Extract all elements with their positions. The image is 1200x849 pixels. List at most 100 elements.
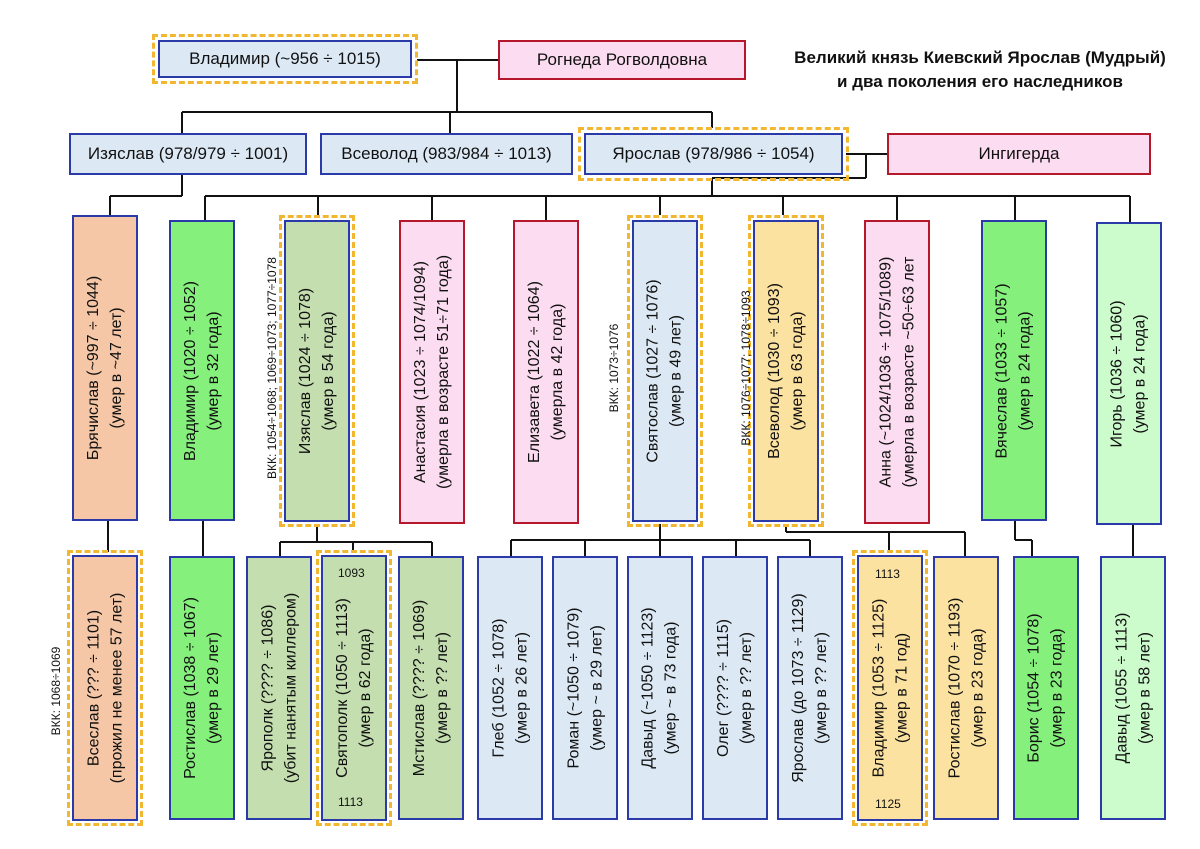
person-name: Олег (???? ÷ 1115) [715,619,733,757]
person-elizaveta: Елизавета (1022 ÷ 1064) (умерла в 42 года… [513,220,579,524]
person-rogneda: Рогнеда Рогволдовна [498,40,746,80]
person-svyatopolk: Святополк (1050 ÷ 1113) (умер в 62 года) [321,555,387,821]
person-note: (умер в 24 года) [1017,310,1034,431]
person-name: Ростислав (1038 ÷ 1067) [182,597,200,779]
reign-vsevolod: ВКК: 1076÷1077; 1078÷1093 [739,290,753,446]
person-name: Елизавета (1022 ÷ 1064) [526,281,543,463]
person-name: Брячислав (~997 ÷ 1044) [85,275,103,461]
person-name: Игорь (1036 ÷ 1060) [1109,299,1127,448]
person-note: (умер в 26 лет) [513,632,531,744]
highlight-frame [152,34,418,84]
person-note: (умер в 29 лет) [205,632,223,744]
person-note: (убит нанятым киллером) [282,592,299,784]
person-name: Роман (~1050 ÷ 1079) [565,607,582,769]
person-vseslav: Всеслав (??? ÷ 1101) (прожил не менее 57 … [72,555,138,821]
person-ingigerda: Ингигерда [887,133,1151,175]
person-anastasia: Анастасия (1023 ÷ 1074/1094) (умерла в во… [399,220,465,524]
highlight-frame [578,127,849,181]
person-note: (умер в ?? лет) [434,632,451,744]
person-note: (умер ~ в 73 года) [663,621,680,755]
person-vsevolod-son: Всеволод (1030 ÷ 1093) (умер в 63 года) [753,220,819,522]
person-name: Всеволод (1030 ÷ 1093) [766,283,784,459]
person-roman: Роман (~1050 ÷ 1079) (умер ~ в 29 лет) [552,556,618,820]
person-name: Святополк (1050 ÷ 1113) [334,598,351,778]
person-note: (умер в ?? лет) [738,632,756,744]
person-vladimir-monomakh: Владимир (1053 ÷ 1125) (умер в 71 год) [857,555,923,821]
person-svyatoslav: Святослав (1027 ÷ 1076) (умер в 49 лет) [632,220,698,522]
person-label: Всеволод (983/984 ÷ 1013) [341,144,552,163]
reign-vseslav: ВКК: 1068÷1069 [49,646,63,736]
person-name: Владимир (1053 ÷ 1125) [870,598,888,778]
person-label: Ярослав (978/986 ÷ 1054) [612,144,815,163]
vladimir-end-year: 1125 [875,797,901,811]
person-note: (умер в 49 лет) [668,315,685,427]
person-gleb: Глеб (1052 ÷ 1078) (умер в 26 лет) [477,556,543,820]
person-name: Анастасия (1023 ÷ 1074/1094) [412,260,430,484]
person-rostislav-1038: Ростислав (1038 ÷ 1067) (умер в 29 лет) [169,556,235,820]
person-label: Владимир (~956 ÷ 1015) [189,49,381,68]
person-note: (умерла в возрасте 51÷71 года) [435,254,453,490]
person-note: (умер в 71 год) [893,632,911,744]
person-note: (умер в 23 года) [969,628,987,748]
person-name: Изяслав (1024 ÷ 1078) [297,287,315,455]
person-bryachislav: Брячислав (~997 ÷ 1044) (умер в ~47 лет) [72,215,138,521]
person-rostislav-1070: Ростислав (1070 ÷ 1193) (умер в 23 года) [933,556,999,820]
person-note: (умер в ~47 лет) [108,307,126,429]
person-igor: Игорь (1036 ÷ 1060) (умер в 24 года) [1096,222,1162,525]
person-name: Владимир (1020 ÷ 1052) [182,280,200,461]
svyatopolk-start-year: 1093 [338,566,365,580]
vladimir-start-year: 1113 [875,567,900,581]
person-name: Ярополк (???? ÷ 1086) [259,604,276,772]
person-vsevolod-elder: Всеволод (983/984 ÷ 1013) [320,133,573,175]
diagram-title: Великий князь Киевский Ярослав (Мудрый) … [770,46,1190,94]
person-vladimir-elder: Владимир (~956 ÷ 1015) [158,40,412,78]
person-note: (умер в 63 года) [789,311,807,431]
person-label: Изяслав (978/979 ÷ 1001) [87,144,289,163]
person-name: Глеб (1052 ÷ 1078) [490,618,508,758]
person-label: Рогнеда Рогволдовна [536,50,708,69]
person-name: Давыд (1055 ÷ 1113) [1113,612,1130,764]
person-vladimir-son: Владимир (1020 ÷ 1052) (умер в 32 года) [169,220,235,521]
person-name: Мстислав (???? ÷ 1069) [411,599,428,777]
person-name: Борис (1054 ÷ 1078) [1026,613,1044,763]
person-note: (умер в 32 года) [205,310,223,431]
person-note: (прожил не менее 57 лет) [108,592,126,784]
person-note: (умер в 58 лет) [1136,632,1153,744]
person-name: Ярослав (до 1073 ÷ 1129) [790,593,808,783]
highlight-frame [852,550,928,826]
highlight-frame [627,215,703,527]
person-note: (умер ~ в 29 лет) [588,625,605,751]
person-name: Давыд (~1050 ÷ 1123) [640,607,657,769]
person-note: (умер в 62 года) [357,628,374,748]
reign-svyatoslav: ВКК: 1073÷1076 [607,323,621,413]
reign-izyaslav: ВКК: 1054÷1068; 1069÷1073; 1077÷1078 [265,257,279,479]
highlight-frame [748,215,824,527]
person-name: Ростислав (1070 ÷ 1193) [946,597,964,779]
highlight-frame [279,215,355,527]
title-line-2: и два поколения его наследников [837,72,1123,91]
person-izyaslav-elder: Изяслав (978/979 ÷ 1001) [69,133,307,175]
person-label: Ингигерда [978,144,1060,163]
person-note: (умерла в возрасте ~50÷63 лет [900,256,918,488]
person-note: (умер в 24 года) [1132,313,1150,434]
person-yaroslav-wise: Ярослав (978/986 ÷ 1054) [584,133,843,175]
person-name: Анна (~1024/1036 ÷ 1075/1089) [877,256,895,488]
person-name: Всеслав (??? ÷ 1101) [85,609,103,767]
highlight-frame [316,550,392,826]
person-boris: Борис (1054 ÷ 1078) (умер в 23 года) [1013,556,1079,820]
person-yaroslav-1073: Ярослав (до 1073 ÷ 1129)(умер в ?? лет) [777,556,843,820]
person-oleg: Олег (???? ÷ 1115) (умер в ?? лет) [702,556,768,820]
svyatopolk-end-year: 1113 [338,795,363,809]
person-davyd-1050: Давыд (~1050 ÷ 1123) (умер ~ в 73 года) [627,556,693,820]
highlight-frame [67,550,143,826]
person-davyd-1055: Давыд (1055 ÷ 1113) (умер в 58 лет) [1100,556,1166,820]
title-line-1: Великий князь Киевский Ярослав (Мудрый) [794,48,1166,67]
person-mstislav: Мстислав (???? ÷ 1069) (умер в ?? лет) [398,556,464,820]
person-izyaslav-son: Изяслав (1024 ÷ 1078)(умер в 54 года) [284,220,350,522]
person-anna: Анна (~1024/1036 ÷ 1075/1089) (умерла в в… [864,220,930,524]
person-note: (умер в 23 года) [1049,628,1067,748]
person-name: Вячеслав (1033 ÷ 1057) [994,282,1011,459]
person-vyacheslav: Вячеслав (1033 ÷ 1057) (умер в 24 года) [981,220,1047,521]
person-note: (умерла в 42 года) [549,303,566,441]
person-name: Святослав (1027 ÷ 1076) [645,279,662,463]
